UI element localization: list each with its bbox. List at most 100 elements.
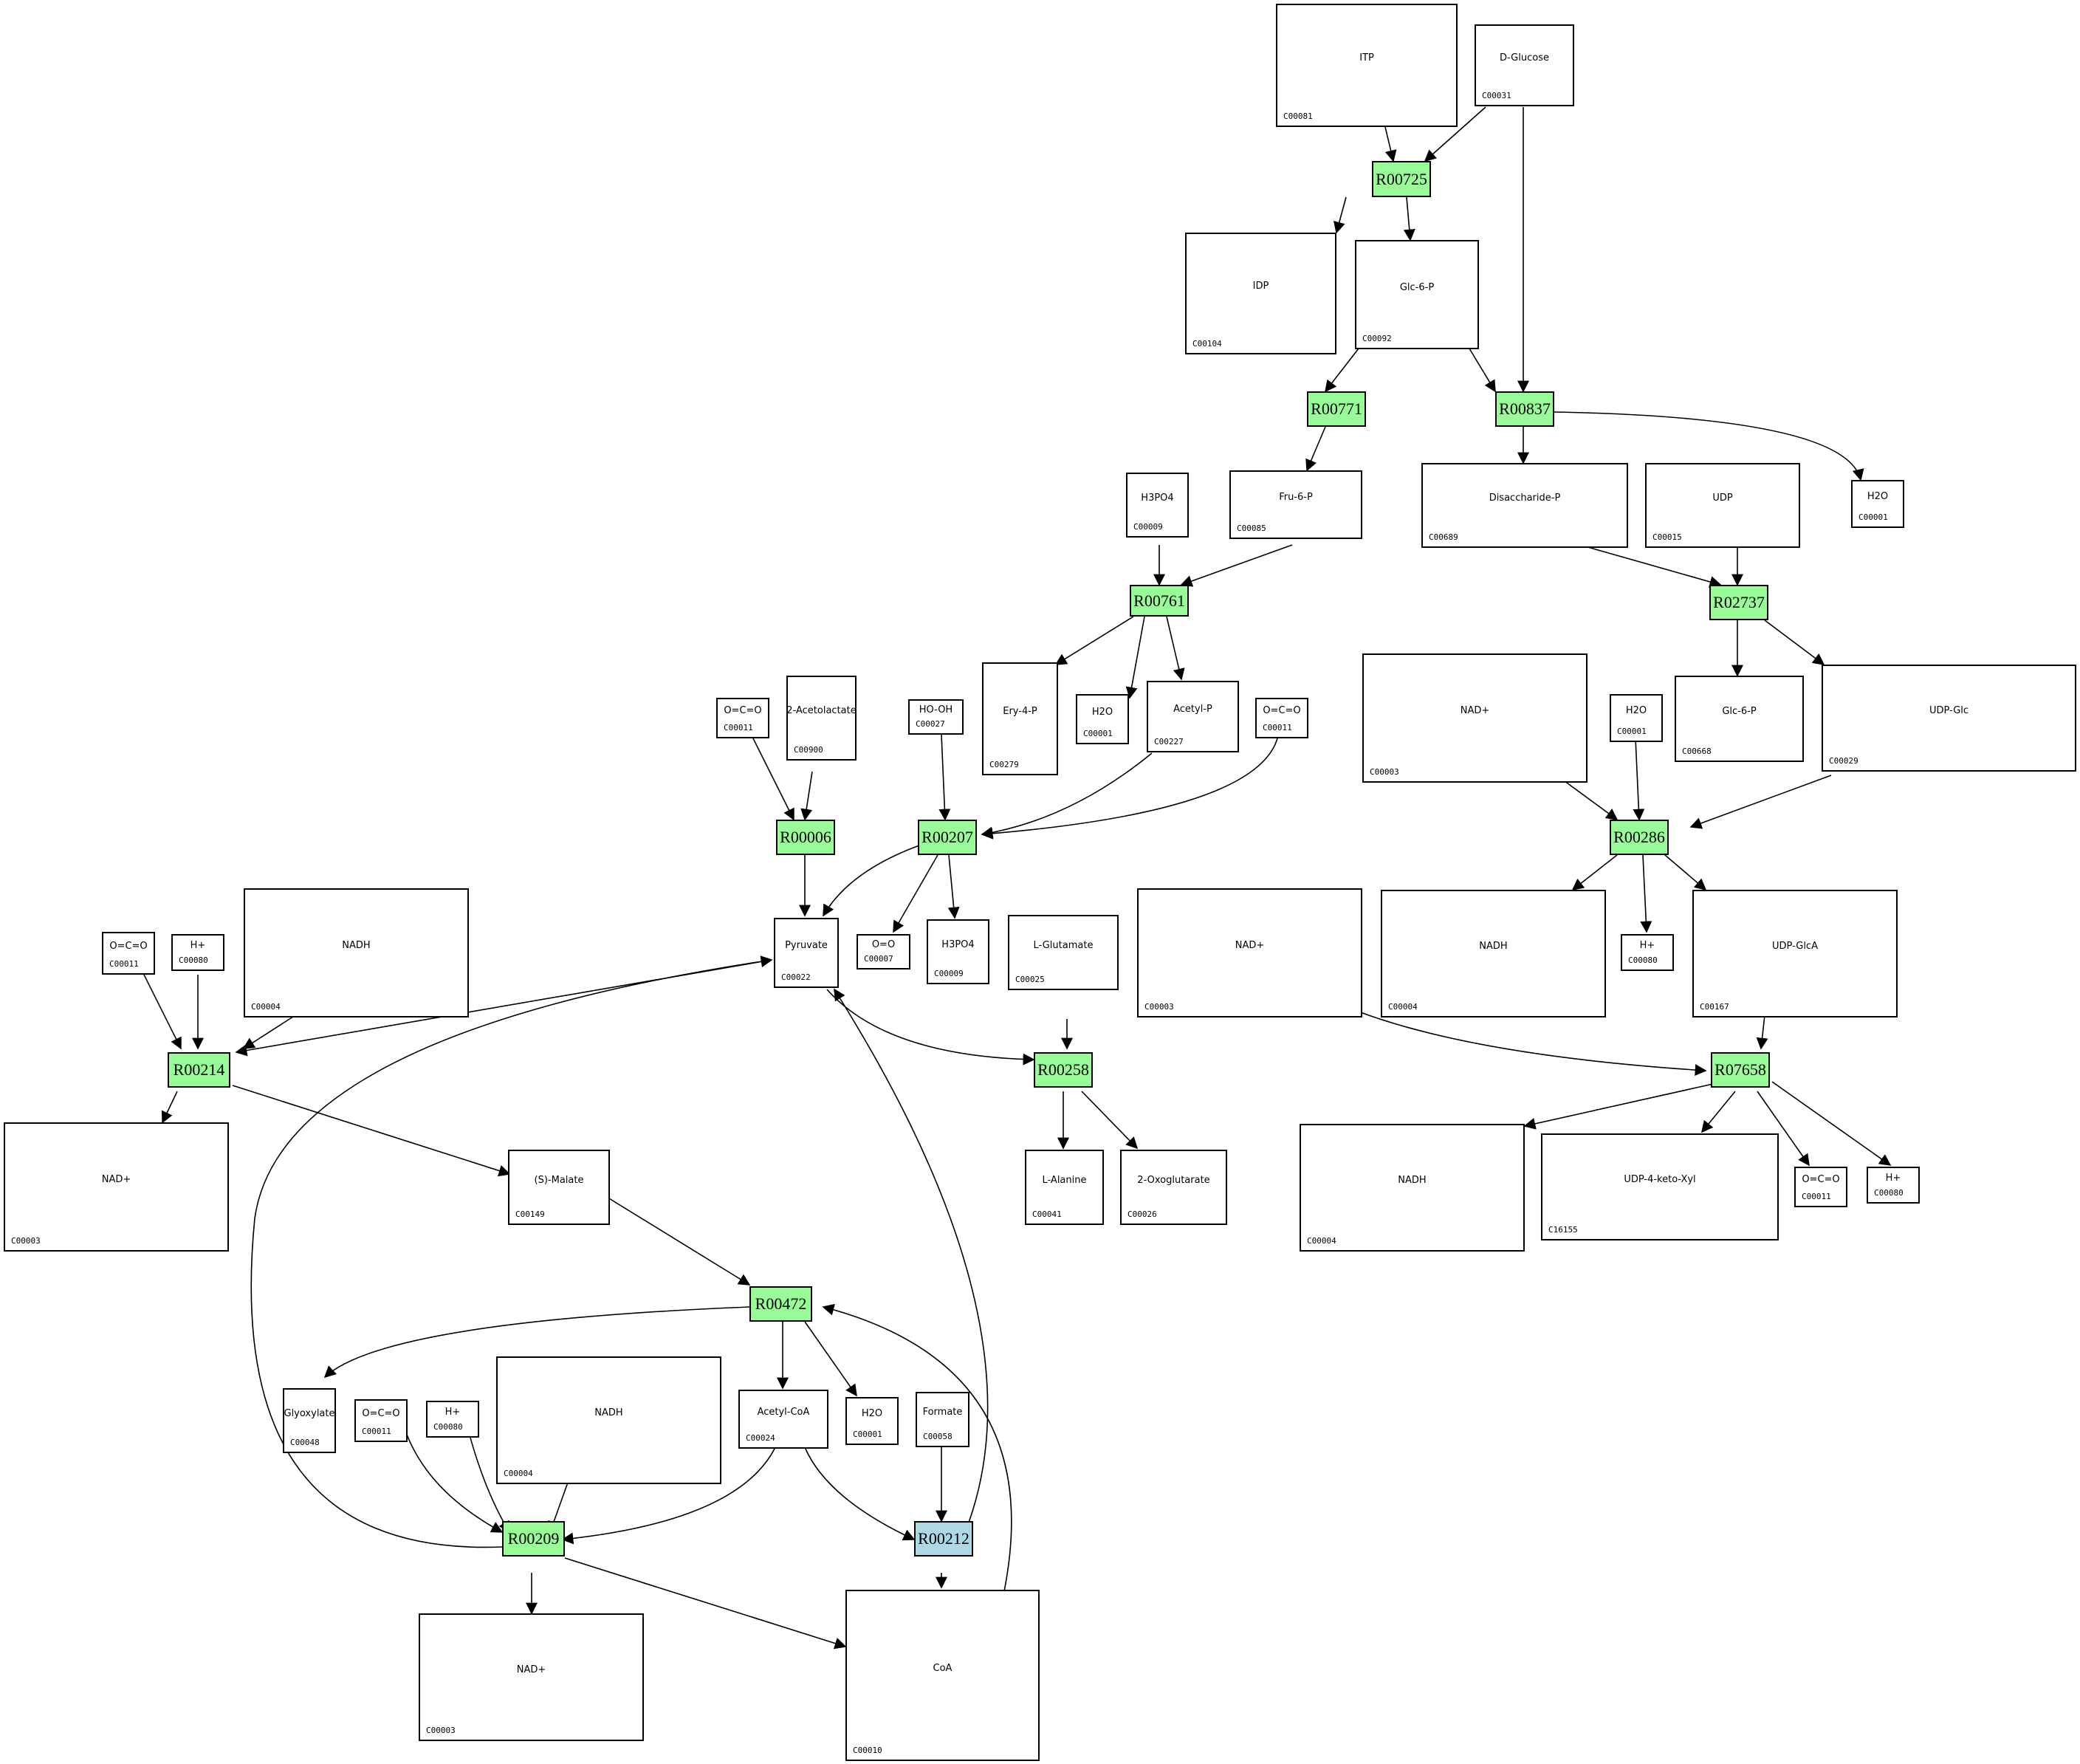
compound-id: C00668 (1682, 747, 1712, 756)
edge (1358, 1011, 1707, 1077)
reaction-R00006[interactable]: R00006 (776, 820, 835, 855)
reaction-R00258[interactable]: R00258 (1034, 1052, 1093, 1088)
compound-C00003[interactable]: NAD+C00003 (1362, 653, 1588, 783)
edge (893, 854, 938, 933)
compound-id: C00004 (504, 1469, 533, 1478)
reaction-R00761[interactable]: R00761 (1130, 585, 1189, 617)
compound-C00011[interactable]: O=C=O C00011 (354, 1399, 408, 1442)
reaction-R00725[interactable]: R00725 (1372, 161, 1431, 197)
compound-id: C00027 (916, 719, 945, 729)
edge (1403, 196, 1415, 241)
compound-id: C00010 (853, 1746, 882, 1755)
edge (1633, 738, 1645, 821)
edge (800, 771, 813, 821)
compound-C00080[interactable]: H+C00080 (426, 1401, 479, 1438)
molecule-structure: O=C=O (362, 1407, 400, 1419)
compound-C00080[interactable]: H+C00080 (1867, 1167, 1920, 1204)
compound-id: C00048 (290, 1438, 320, 1447)
molecule-structure: Disaccharide-P (1489, 493, 1561, 504)
edge (1523, 1083, 1714, 1130)
reaction-R00286[interactable]: R00286 (1610, 820, 1669, 855)
molecule-structure: Ery-4-P (1003, 706, 1037, 718)
reaction-R00837[interactable]: R00837 (1495, 391, 1554, 427)
compound-id: C00026 (1127, 1209, 1157, 1219)
reaction-R00472[interactable]: R00472 (749, 1286, 812, 1322)
reaction-R07658[interactable]: R07658 (1711, 1052, 1770, 1088)
compound-C00003[interactable]: NAD+C00003 (1137, 888, 1362, 1017)
molecule-structure: H+ (190, 939, 206, 951)
compound-C00080[interactable]: H+C00080 (1621, 934, 1674, 971)
edge (242, 1015, 296, 1049)
compound-C00003[interactable]: NAD+C00003 (419, 1613, 644, 1741)
compound-C00080[interactable]: H+C00080 (171, 934, 224, 971)
edge (947, 854, 960, 919)
reaction-R00771[interactable]: R00771 (1307, 391, 1366, 427)
reaction-R00212[interactable]: R00212 (914, 1521, 973, 1557)
compound-id: C00011 (362, 1427, 391, 1436)
reaction-R00214[interactable]: R00214 (168, 1052, 230, 1088)
compound-id: C00003 (1370, 767, 1399, 777)
compound-id: C00011 (724, 723, 753, 732)
molecule-structure: O=C=O (1802, 1174, 1840, 1186)
compound-id: C00149 (515, 1209, 545, 1219)
reaction-R00209[interactable]: R00209 (502, 1521, 565, 1557)
molecule-structure: ITP (1359, 52, 1374, 64)
reaction-label: R00771 (1311, 399, 1362, 418)
compound-id: C00001 (1617, 727, 1647, 736)
compound-id: C00058 (923, 1432, 953, 1441)
molecule-structure: H3PO4 (1141, 492, 1174, 504)
compound-id: C00025 (1015, 975, 1045, 984)
reaction-R02737[interactable]: R02737 (1709, 585, 1768, 620)
reaction-label: R00725 (1376, 169, 1427, 188)
edge (938, 734, 951, 821)
compound-C00668[interactable]: Glc-6-P C00668 (1675, 676, 1804, 762)
compound-C00003[interactable]: NAD+C00003 (4, 1122, 229, 1252)
compound-id: C00167 (1700, 1002, 1729, 1012)
compound-id: C00007 (864, 954, 893, 964)
molecule-structure: NAD+ (516, 1664, 546, 1676)
reaction-R00207[interactable]: R00207 (918, 820, 977, 855)
edge (1664, 854, 1707, 891)
molecule-structure: Glc-6-P (1722, 706, 1757, 718)
molecule-structure: 2-Oxoglutarate (1137, 1174, 1210, 1186)
edge (826, 989, 1035, 1065)
